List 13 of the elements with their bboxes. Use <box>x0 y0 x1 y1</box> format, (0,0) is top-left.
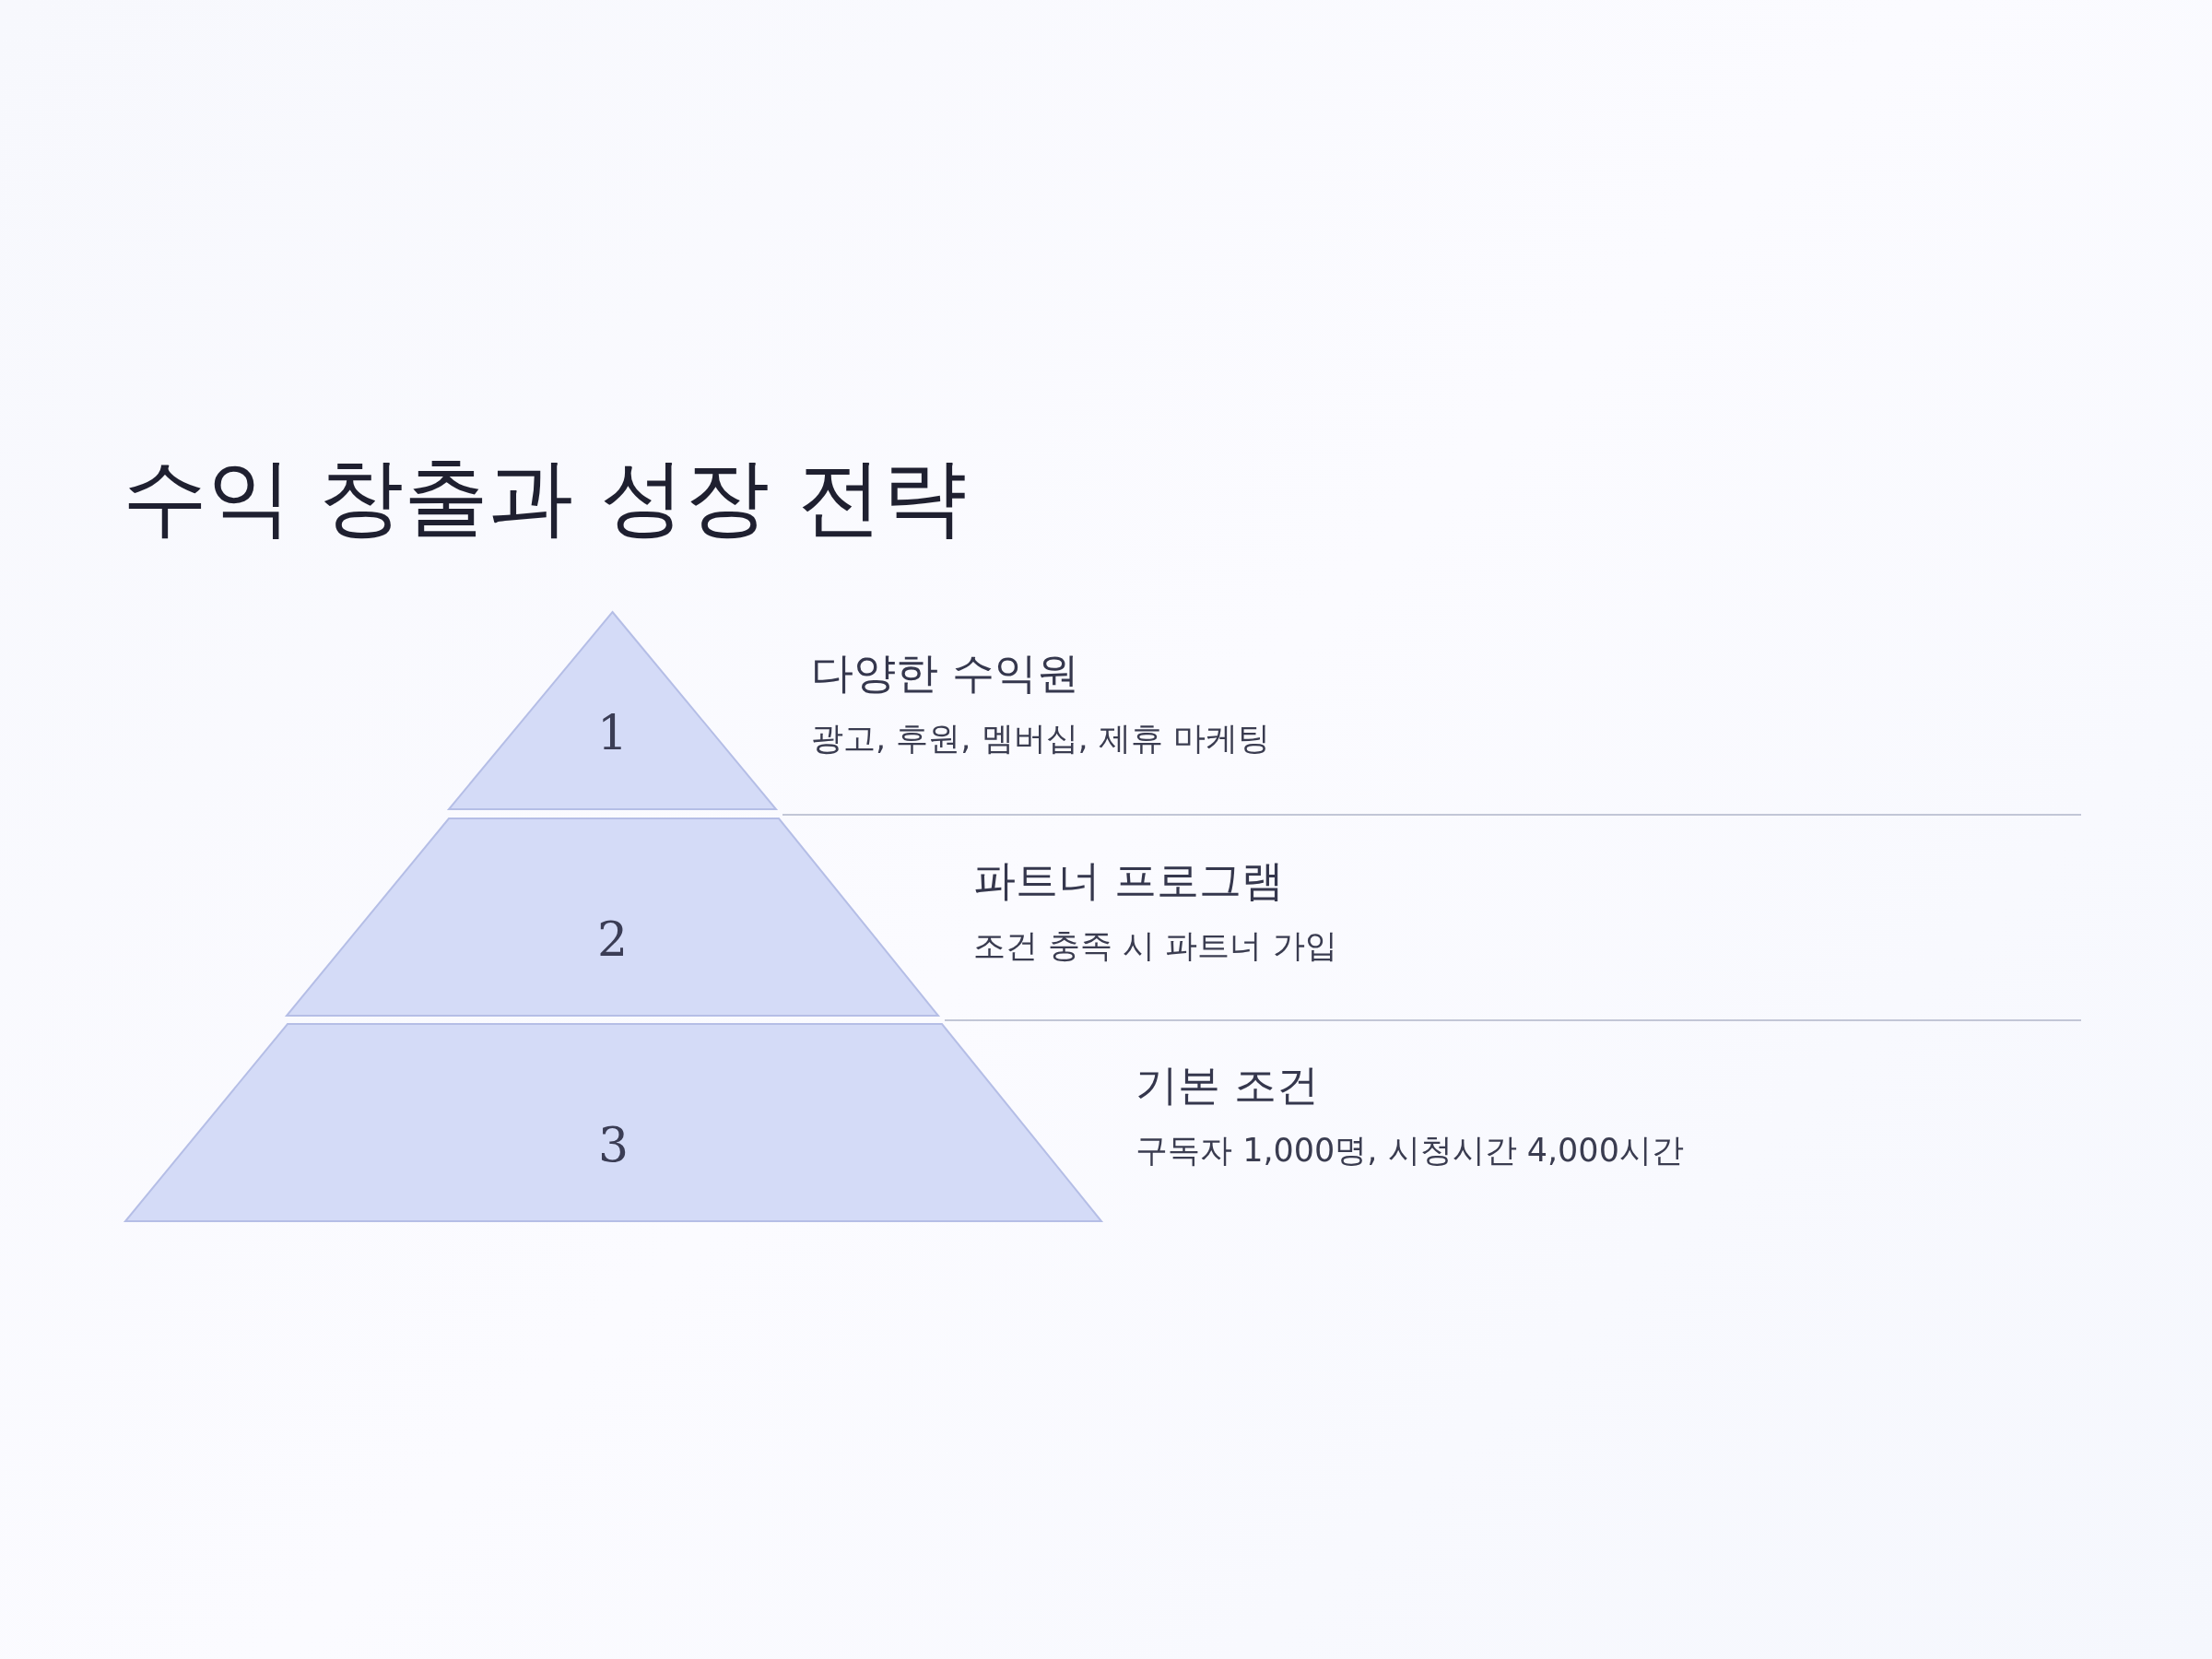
level-number: 1 <box>595 705 629 760</box>
level-number: 3 <box>596 1117 630 1172</box>
level-heading: 다양한 수익원 <box>811 647 1079 700</box>
pyramid-level <box>125 1024 1101 1221</box>
pyramid-level <box>449 612 776 809</box>
level-description: 구독자 1,000명, 시청시간 4,000시간 <box>1135 1131 1684 1171</box>
level-description: 광고, 후원, 멤버십, 제휴 마케팅 <box>811 719 1270 759</box>
pyramid-level <box>287 818 938 1016</box>
title: 수익 창출과 성장 전략 <box>123 447 967 548</box>
level-number: 2 <box>595 912 629 967</box>
level-description: 조건 충족 시 파트너 가입 <box>973 926 1337 966</box>
level-heading: 기본 조건 <box>1135 1059 1319 1112</box>
level-heading: 파트너 프로그램 <box>973 854 1284 907</box>
